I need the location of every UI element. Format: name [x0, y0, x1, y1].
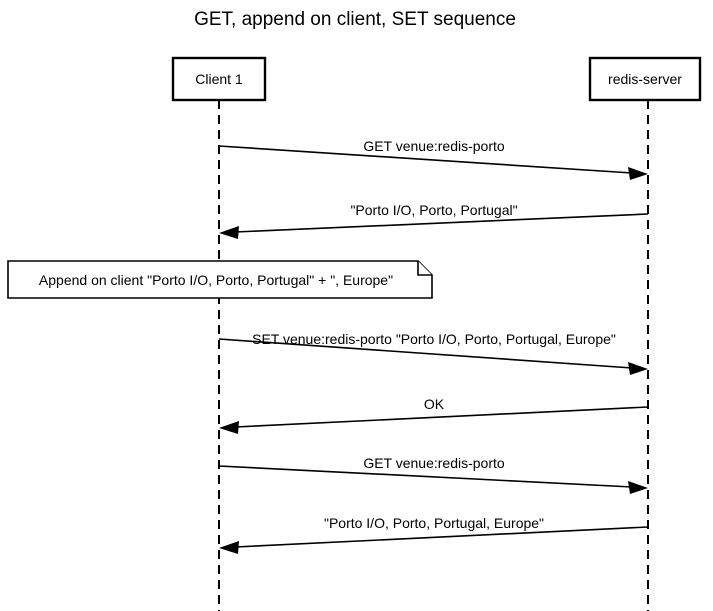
message-2-arrowhead-left [219, 226, 239, 239]
diagram-title: GET, append on client, SET sequence [194, 9, 516, 30]
message-3-label: SET venue:redis-porto "Porto I/O, Porto,… [252, 331, 616, 347]
message-6-label: "Porto I/O, Porto, Portugal, Europe" [324, 515, 544, 531]
participant-label-client: Client 1 [195, 71, 243, 87]
message-1-arrowhead-right [628, 167, 648, 180]
participant-box-server[interactable] [588, 56, 702, 102]
message-2-label: "Porto I/O, Porto, Portugal" [350, 202, 517, 218]
participant-box-client[interactable] [171, 56, 267, 102]
message-2-line [234, 213, 649, 233]
note-1: Append on client "Porto I/O, Porto, Port… [7, 260, 433, 299]
participant-label-server: redis-server [608, 71, 682, 87]
message-3-arrowhead-right [628, 362, 648, 375]
message-5-line [218, 465, 633, 488]
message-1-line [218, 145, 633, 174]
message-6-arrowhead-left [219, 541, 239, 554]
message-5[interactable]: GET venue:redis-porto [218, 455, 648, 494]
message-4-line [234, 406, 649, 428]
message-2[interactable]: "Porto I/O, Porto, Portugal" [219, 202, 649, 239]
message-4-label: OK [424, 396, 445, 412]
note-1-body [7, 260, 433, 299]
note-1-label: Append on client "Porto I/O, Porto, Port… [39, 272, 393, 288]
note-1-fold-corner [417, 261, 432, 276]
message-3-line [218, 338, 633, 369]
message-5-arrowhead-right [628, 481, 648, 494]
message-3[interactable]: SET venue:redis-porto "Porto I/O, Porto,… [218, 331, 648, 375]
message-6-line [234, 526, 649, 548]
message-1[interactable]: GET venue:redis-porto [218, 138, 648, 180]
message-4-arrowhead-left [219, 421, 239, 434]
message-5-label: GET venue:redis-porto [363, 455, 505, 471]
message-6[interactable]: "Porto I/O, Porto, Portugal, Europe" [219, 515, 649, 554]
message-1-label: GET venue:redis-porto [363, 138, 505, 154]
message-4[interactable]: OK [219, 396, 649, 434]
